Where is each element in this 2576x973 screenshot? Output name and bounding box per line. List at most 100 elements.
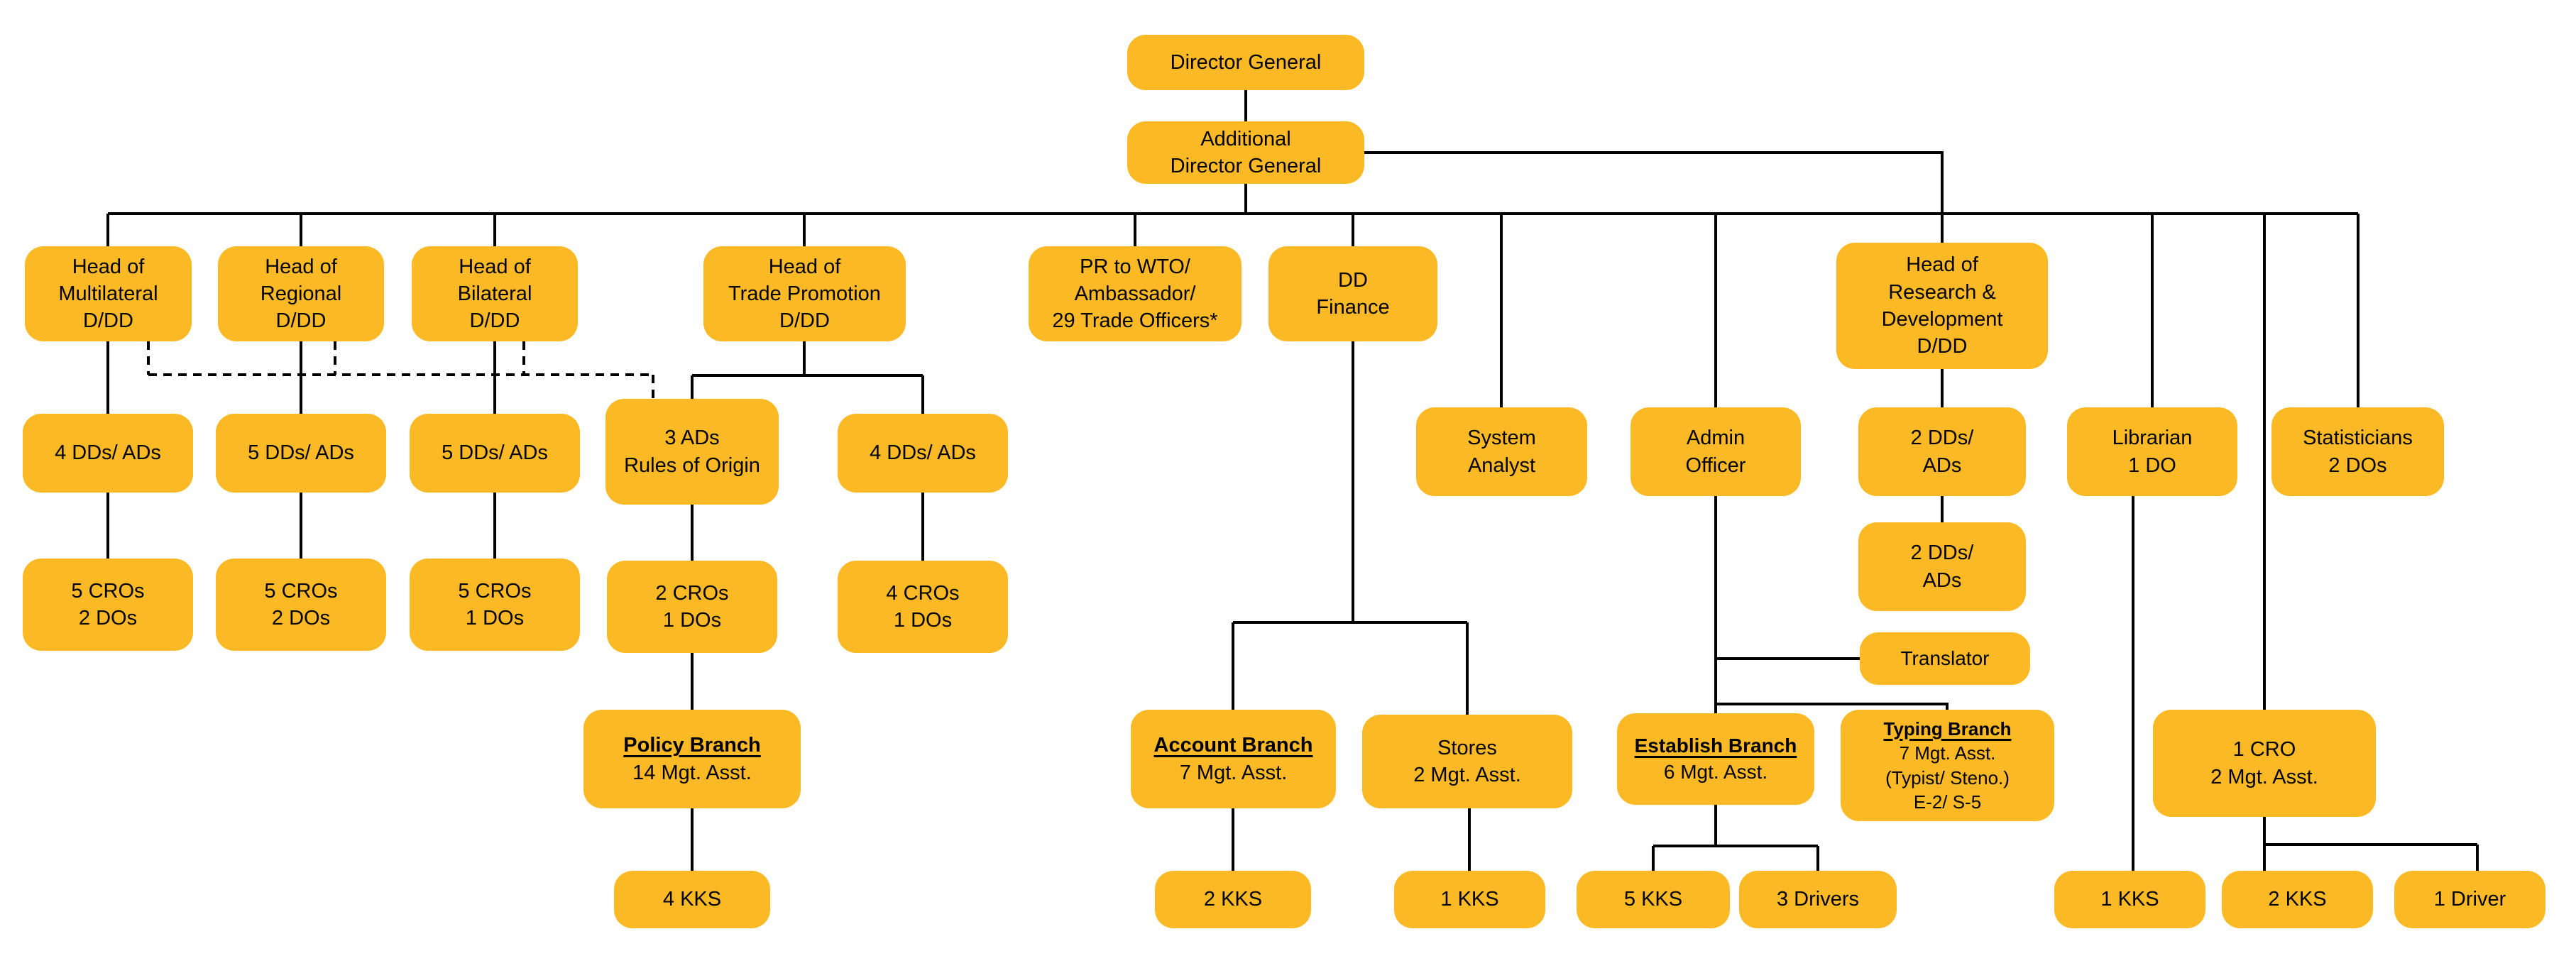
node-label-line: 2 DDs/ [1910,427,1974,450]
node-title: Policy Branch [623,734,761,757]
node-label-line: 4 KKS [662,888,722,911]
node-label-line: 5 DDs/ ADs [442,441,548,465]
node-label-line: 1 DOs [662,609,722,632]
org-node-director-general: Director General [1127,35,1364,90]
org-node-dds-ads-rd-2: 2 DDs/ADs [1858,522,2026,611]
node-label-line: 2 Mgt. Asst. [2210,765,2318,788]
connector [1716,703,1949,710]
node-label-line: Research & [1888,280,1996,304]
node-label-line: 2 DOs [2328,453,2387,477]
node-label-line: 29 Trade Officers* [1052,309,1218,333]
node-label-line: Head of [459,255,531,278]
node-label-line: 1 KKS [2100,888,2159,911]
org-node-dds-ads-rd-1: 2 DDs/ADs [1858,407,2026,496]
org-node-cros-bilateral: 5 CROs 1 DOs [410,559,580,651]
node-label-line: Head of [265,255,337,278]
node-label-line: D/DD [779,309,830,333]
org-node-pr-to-wto: PR to WTO/Ambassador/29 Trade Officers* [1029,246,1242,341]
node-label-line: Analyst [1467,453,1536,477]
node-label-line: 4 CROs [886,581,960,605]
node-label-line: 5 KKS [1623,888,1683,911]
node-label-line: 2 DDs/ [1910,542,1974,565]
node-label-line: System [1467,427,1536,450]
node-label-line: 1 DO [2128,453,2176,477]
node-label-line: (Typist/ Steno.) [1885,766,2010,788]
node-label-line: Ambassador/ [1074,282,1196,305]
node-label-line: Admin [1686,427,1745,450]
node-label-line: 6 Mgt. Asst. [1663,760,1768,783]
node-label-line: PR to WTO/ [1080,255,1190,278]
node-label-line: E-2/ S-5 [1913,791,1982,813]
org-node-kks-establish: 5 KKS [1577,871,1730,928]
node-label-line: Director General [1170,155,1322,177]
node-label-line: 7 Mgt. Asst. [1179,761,1288,784]
node-label-line: 2 DOs [271,607,331,630]
node-label-line: Rules of Origin [624,453,760,477]
node-label-line: Head of [1906,253,1978,277]
node-label-line: 1 DOs [893,609,953,632]
node-label-line: Statisticians [2303,427,2413,450]
org-node-kks-policy: 4 KKS [614,871,770,928]
node-label-line: 2 Mgt. Asst. [1413,764,1521,786]
org-node-driver-cro: 1 Driver [2394,871,2545,928]
node-label-line: D/DD [469,309,520,333]
node-label-line: D/DD [83,309,133,333]
org-node-cro-statistics: 1 CRO 2 Mgt. Asst. [2153,710,2376,817]
org-node-translator: Translator [1860,632,2030,685]
node-label-line: 5 CROs [264,579,338,603]
org-node-cros-rules-of-origin: 2 CROs 1 DOs [607,561,777,653]
org-node-kks-stores: 1 KKS [1394,871,1545,928]
node-label-line: 2 KKS [2268,888,2327,911]
org-node-cros-regional: 5 CROs 2 DOs [216,559,386,651]
node-label-line: Development [1881,308,2003,331]
node-label-line: 7 Mgt. Asst. [1899,742,1996,764]
org-node-dds-ads-trade-promotion: 4 DDs/ ADs [838,414,1008,493]
node-label-line: 14 Mgt. Asst. [632,761,752,784]
node-label-line: 4 DDs/ ADs [55,441,161,465]
node-label-line: Bilateral [457,282,532,305]
org-node-policy-branch: Policy Branch 14 Mgt. Asst. [583,710,801,808]
node-title: Establish Branch [1634,734,1797,757]
node-label-line: Director General [1170,50,1322,74]
org-node-dds-ads-bilateral: 5 DDs/ ADs [410,414,580,493]
node-title: Typing Branch [1883,718,2012,740]
org-node-dds-ads-regional: 5 DDs/ ADs [216,414,386,493]
node-label-line: 5 CROs [71,579,145,603]
node-label-line: 1 Driver [2433,888,2506,911]
node-label-line: Trade Promotion [728,282,881,305]
node-label-line: Head of [72,255,145,278]
node-label-line: 4 DDs/ ADs [870,441,976,465]
node-label-line: D/DD [275,309,327,333]
org-node-stores: Stores 2 Mgt. Asst. [1362,715,1572,808]
node-label-line: Additional [1200,127,1291,150]
node-label-line: 5 DDs/ ADs [248,441,354,465]
org-node-cros-trade-promotion: 4 CROs 1 DOs [838,561,1008,653]
node-label-line: ADs [1922,568,1962,592]
node-label-line: 1 DOs [465,607,525,630]
node-label-line: Stores [1437,736,1497,759]
node-label-line: Finance [1316,296,1390,319]
node-label-line: 5 CROs [458,579,532,603]
node-label-line: 3 ADs [664,427,720,450]
org-node-kks-account: 2 KKS [1155,871,1311,928]
node-label-line: 1 CRO [2232,738,2296,762]
node-label-line: Officer [1685,453,1746,477]
org-node-drivers-establish: 3 Drivers [1739,871,1897,928]
org-node-kks-cro: 2 KKS [2222,871,2373,928]
connector [1364,151,1944,243]
node-label-line: 2 CROs [655,581,729,605]
node-label-line: Regional [260,282,342,305]
org-node-dds-ads-multilateral: 4 DDs/ ADs [23,414,193,493]
node-label-line: ADs [1922,453,1962,477]
